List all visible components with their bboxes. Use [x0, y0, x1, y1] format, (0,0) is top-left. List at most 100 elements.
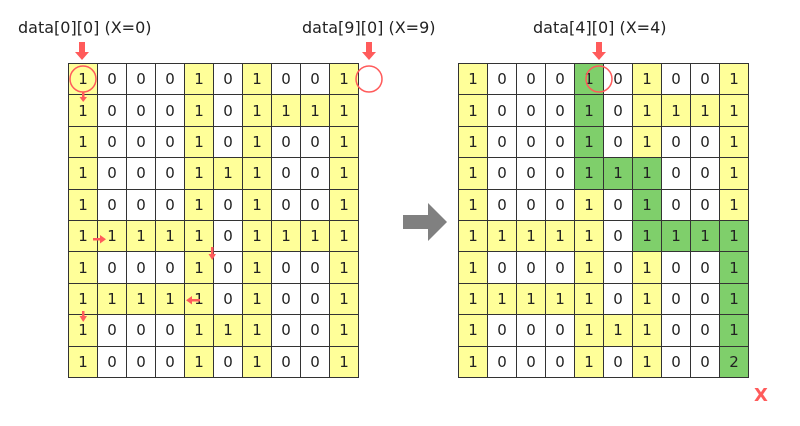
left-cell: 1: [69, 126, 98, 159]
right-cell: 1: [517, 220, 546, 253]
left-cell: 1: [69, 220, 98, 253]
left-cell: 1: [185, 64, 214, 96]
left-cell: 1: [185, 346, 214, 378]
left-cell: 0: [301, 346, 330, 378]
left-cell: 1: [243, 64, 272, 96]
right-cell: 0: [517, 252, 546, 284]
right-cell: 1: [575, 126, 604, 159]
right-cell: 1: [546, 283, 575, 316]
left-cell: 0: [272, 64, 301, 96]
left-cell: 1: [243, 252, 272, 284]
right-cell: 0: [604, 346, 633, 378]
left-cell: 0: [214, 95, 243, 127]
left-cell: 0: [214, 346, 243, 378]
left-cell: 0: [214, 252, 243, 284]
left-cell: 1: [330, 283, 359, 316]
right-cell: 0: [488, 126, 517, 159]
left-cell: 1: [272, 220, 301, 253]
right-cell: 1: [459, 283, 488, 316]
left-cell: 0: [301, 64, 330, 96]
transition-arrow-icon: [403, 203, 447, 241]
right-cell: 1: [459, 126, 488, 159]
left-cell: 1: [243, 315, 272, 347]
right-cell: 1: [488, 283, 517, 316]
left-cell: 0: [156, 189, 185, 221]
right-cell: 1: [720, 64, 749, 96]
left-cell: 1: [69, 189, 98, 221]
right-cell: 0: [691, 126, 720, 159]
left-cell: 0: [127, 95, 156, 127]
right-cell: 1: [459, 346, 488, 378]
left-cell: 0: [214, 189, 243, 221]
left-cell: 0: [214, 220, 243, 253]
right-cell: 0: [517, 95, 546, 127]
left-cell: 0: [272, 315, 301, 347]
left-cell: 1: [301, 95, 330, 127]
right-cell: 1: [633, 126, 662, 159]
left-cell: 1: [301, 220, 330, 253]
right-cell: 0: [546, 189, 575, 221]
right-cell: 1: [459, 189, 488, 221]
right-cell: 1: [633, 346, 662, 378]
right-cell: 1: [633, 283, 662, 316]
right-cell: 1: [575, 158, 604, 190]
left-cell: 1: [98, 220, 127, 253]
left-cell: 1: [272, 95, 301, 127]
right-cell: 1: [720, 283, 749, 316]
right-cell: 0: [546, 126, 575, 159]
left-cell: 0: [272, 252, 301, 284]
left-cell: 0: [214, 126, 243, 159]
right-cell: 0: [604, 220, 633, 253]
left-cell: 1: [69, 346, 98, 378]
right-cell: 1: [517, 283, 546, 316]
right-cell: 1: [633, 252, 662, 284]
trace-arrow-down-icon: [79, 311, 87, 322]
right-cell: 0: [546, 315, 575, 347]
right-cell: 1: [720, 220, 749, 253]
left-cell: 0: [98, 189, 127, 221]
right-cell: 1: [575, 346, 604, 378]
right-cell: 0: [604, 283, 633, 316]
right-cell: 0: [662, 189, 691, 221]
left-cell: 1: [243, 346, 272, 378]
left-cell: 0: [127, 315, 156, 347]
right-cell: 0: [662, 252, 691, 284]
right-cell: 1: [488, 220, 517, 253]
right-cell: 0: [546, 346, 575, 378]
label-start: data[0][0] (X=0): [18, 18, 152, 37]
right-cell: 0: [691, 158, 720, 190]
right-cell: 1: [720, 189, 749, 221]
right-cell: 1: [633, 158, 662, 190]
left-cell: 1: [330, 64, 359, 96]
right-cell: 0: [662, 64, 691, 96]
left-cell: 1: [330, 126, 359, 159]
right-cell: 1: [575, 220, 604, 253]
left-cell: 0: [214, 64, 243, 96]
right-cell: 1: [691, 95, 720, 127]
right-cell: 1: [720, 158, 749, 190]
left-cell: 0: [301, 126, 330, 159]
right-cell: 0: [691, 346, 720, 378]
right-cell: 0: [517, 126, 546, 159]
left-cell: 0: [156, 64, 185, 96]
end-down-arrow-icon: [362, 42, 376, 60]
label-result-start: data[4][0] (X=4): [533, 18, 667, 37]
trace-arrow-right-icon: [93, 235, 106, 244]
left-cell: 1: [98, 283, 127, 316]
right-cell: 0: [662, 346, 691, 378]
left-cell: 1: [185, 220, 214, 253]
start-circle-icon: [69, 65, 97, 93]
right-cell: 1: [720, 126, 749, 159]
left-cell: 0: [98, 95, 127, 127]
right-cell: 0: [604, 95, 633, 127]
right-cell: 1: [459, 95, 488, 127]
left-cell: 1: [330, 252, 359, 284]
right-cell: 0: [546, 158, 575, 190]
left-cell: 0: [156, 252, 185, 284]
left-cell: 0: [98, 346, 127, 378]
right-cell: 1: [720, 315, 749, 347]
left-cell: 1: [69, 252, 98, 284]
right-cell: 0: [604, 252, 633, 284]
